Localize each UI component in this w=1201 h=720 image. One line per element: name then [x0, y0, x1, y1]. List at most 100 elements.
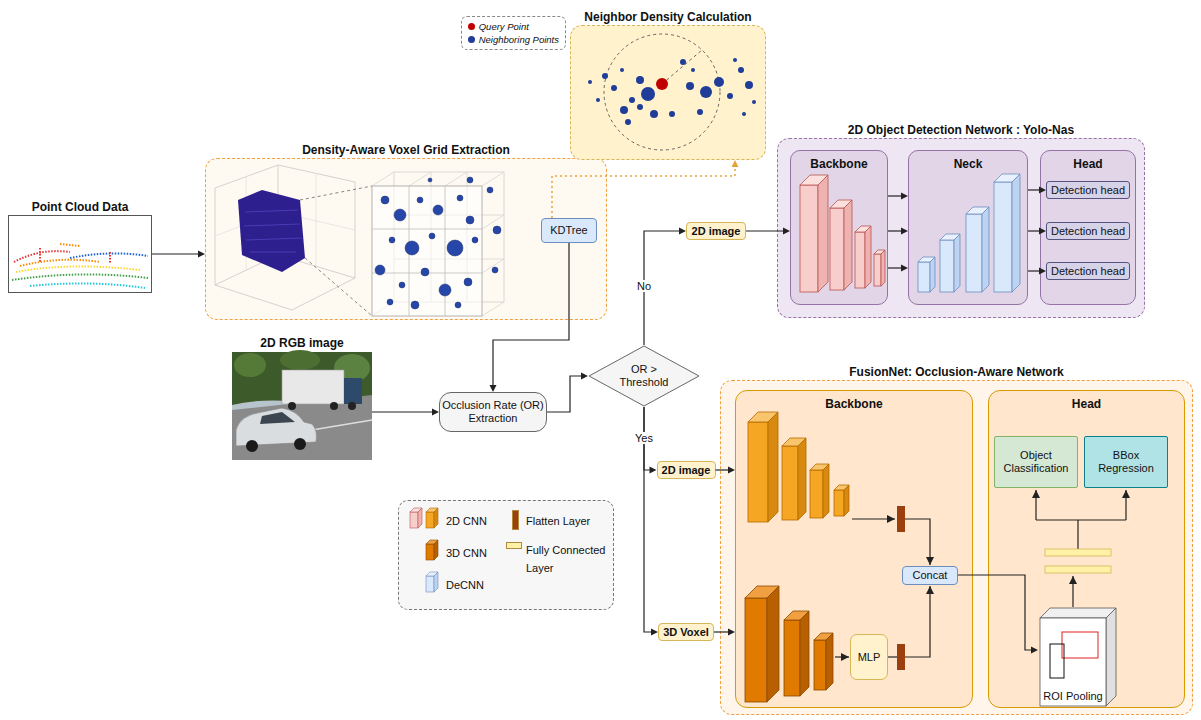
heading-slot: Head	[1041, 154, 1135, 172]
arrowhead	[1039, 268, 1046, 275]
data-box: 3D Voxel	[658, 623, 714, 641]
arrowhead	[1039, 187, 1046, 194]
arrowhead	[679, 228, 686, 235]
node-label: ROI Pooling	[1043, 690, 1102, 703]
stage-panel: Neighbor Density Calculation	[570, 25, 766, 160]
heading-slot: Backbone	[791, 154, 887, 172]
heading: Point Cloud Data	[32, 200, 129, 214]
data-box: 2D image	[686, 222, 746, 240]
arrowhead	[728, 629, 735, 636]
arrowhead	[1039, 228, 1046, 235]
connector	[152, 251, 205, 258]
connector	[1028, 228, 1046, 235]
network-panel: FusionNet: Occlusion-Aware NetworkBackbo…	[720, 380, 1193, 715]
stage-panel: Density-Aware Voxel Grid ExtractionKDTre…	[205, 158, 607, 320]
image-panel: 2D RGB image	[232, 352, 372, 460]
node-label: KDTree	[550, 224, 588, 237]
connector	[547, 373, 588, 413]
connector	[888, 193, 908, 200]
edge-label-slot: Yes	[633, 428, 655, 446]
legend-row: Query Point	[468, 20, 559, 33]
image-panel: Point Cloud Data	[8, 215, 152, 293]
heading: 2D Object Detection Network : Yolo-Nas	[848, 123, 1074, 137]
heading-slot: 2D Object Detection Network : Yolo-Nas	[558, 120, 1201, 138]
flatten-layers	[897, 506, 905, 670]
heading: Head	[1072, 397, 1101, 411]
detection-head: Detection head	[1046, 222, 1130, 240]
node-label: Detection head	[1051, 225, 1125, 238]
arrowhead	[490, 385, 497, 392]
heading-slot: FusionNet: Occlusion-Aware Network	[501, 362, 1201, 380]
scatter-plot	[215, 165, 372, 316]
neighbor-density-figure	[588, 34, 756, 150]
connector	[714, 629, 735, 636]
edge-label: No	[635, 280, 653, 292]
output-box: Object Classification	[994, 436, 1078, 488]
cnn-blocks	[800, 175, 885, 292]
voxel-grid	[372, 172, 504, 316]
legend-slot: Flatten Layer	[526, 511, 590, 529]
point-cloud	[12, 244, 148, 288]
heading: 2D RGB image	[260, 336, 343, 350]
arrowhead	[1031, 647, 1038, 654]
heading-slot: Head	[989, 394, 1184, 412]
detection-head: Detection head	[1046, 262, 1130, 280]
arrowhead	[432, 409, 439, 416]
module-box: Backbone	[790, 150, 888, 305]
arrowhead	[728, 467, 735, 474]
connector	[552, 160, 739, 218]
detection-head: Detection head	[1046, 181, 1130, 199]
legend-label: Fully Connected Layer	[526, 544, 606, 574]
node-label: 2D image	[692, 225, 741, 238]
legend-slot: 2D CNN	[446, 511, 487, 529]
edge-label: Yes	[633, 432, 655, 444]
edge-label-slot: No	[635, 276, 653, 294]
fc-layers	[1045, 549, 1111, 573]
legend-swatch	[512, 510, 519, 530]
legend-swatch	[506, 542, 522, 549]
legend-box: Query PointNeighboring Points	[461, 16, 566, 50]
node-label: Object Classification	[995, 449, 1077, 475]
legend-label: Flatten Layer	[526, 515, 590, 527]
process-box: Occlusion Rate (OR) Extraction	[439, 392, 547, 432]
connector	[888, 228, 908, 235]
arrowhead	[198, 251, 205, 258]
module-box: HeadDetection headDetection headDetectio…	[1040, 150, 1136, 305]
heading: Backbone	[810, 157, 867, 171]
module-box: BackboneMLPConcat	[735, 390, 973, 708]
heading: FusionNet: Occlusion-Aware Network	[849, 365, 1063, 379]
legend-row: Neighboring Points	[468, 33, 559, 46]
heading-slot: Neck	[909, 154, 1027, 172]
cnn-3d-blocks	[745, 586, 833, 702]
arrowhead	[732, 160, 739, 167]
arrowhead	[650, 467, 657, 474]
arrowhead	[901, 265, 908, 272]
arrowhead	[651, 629, 658, 636]
heading: Backbone	[825, 397, 882, 411]
arrowhead	[901, 228, 908, 235]
legend-label: DeCNN	[446, 579, 484, 591]
node-label: Occlusion Rate (OR) Extraction	[440, 399, 546, 425]
node-label: Detection head	[1051, 265, 1125, 278]
connector	[888, 265, 908, 272]
heading: Head	[1073, 157, 1102, 171]
node-label: MLP	[858, 651, 881, 664]
legend-slot: 3D CNN	[446, 543, 487, 561]
legend-swatch	[468, 23, 475, 30]
connector	[958, 575, 1038, 654]
data-box: 2D image	[657, 461, 716, 479]
heading-slot: 2D RGB image	[12, 333, 592, 351]
module-box: Neck	[908, 150, 1028, 305]
road-photo	[232, 350, 372, 460]
legend-slot: Fully Connected Layer	[526, 540, 610, 576]
legend-swatch	[468, 36, 475, 43]
roi-pooling: ROI Pooling	[1038, 618, 1108, 706]
output-box: BBox Regression	[1084, 436, 1168, 488]
connector	[490, 243, 570, 392]
node-label: 2D image	[662, 464, 711, 477]
process-box: KDTree	[541, 218, 597, 243]
heading: Neck	[954, 157, 983, 171]
